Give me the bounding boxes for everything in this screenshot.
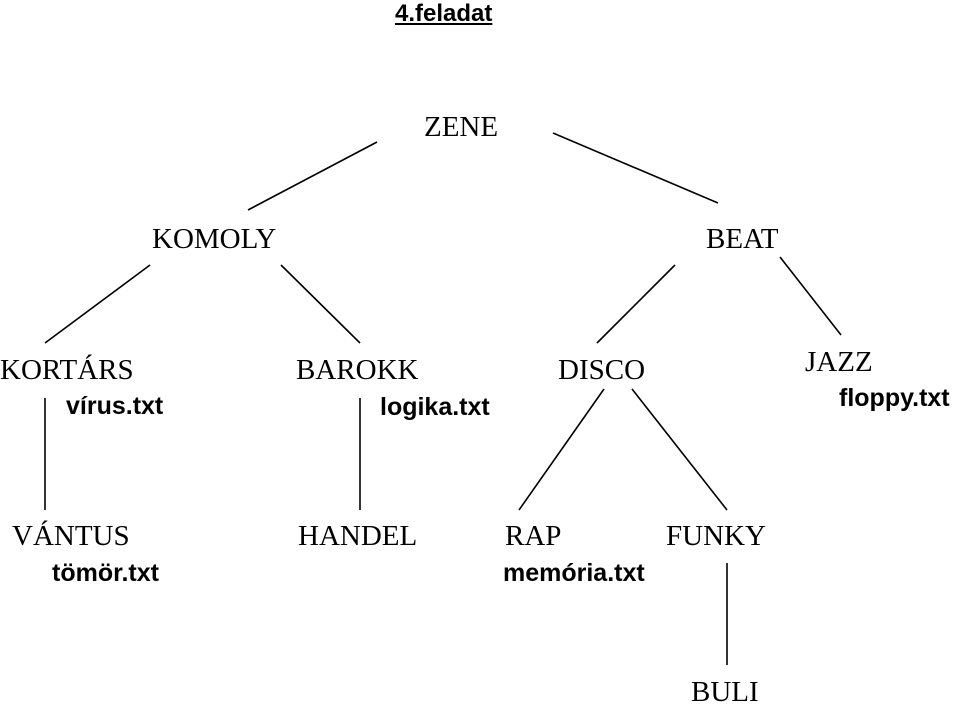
page-title: 4.feladat <box>395 0 493 27</box>
node-rap: RAP <box>505 520 562 552</box>
file-memoria: memória.txt <box>503 559 645 587</box>
node-buli: BULI <box>691 676 759 705</box>
edge-zene-komoly <box>247 141 378 211</box>
node-zene: ZENE <box>424 111 499 143</box>
node-beat: BEAT <box>706 223 779 255</box>
node-vantus: VÁNTUS <box>12 520 130 552</box>
file-floppy: floppy.txt <box>839 384 950 412</box>
edge-disco-funky <box>631 388 728 511</box>
edge-zene-beat <box>552 132 719 204</box>
edge-komoly-barokk <box>280 264 361 344</box>
file-logika: logika.txt <box>380 393 490 421</box>
node-jazz: JAZZ <box>805 346 873 378</box>
node-kortars: KORTÁRS <box>0 354 134 386</box>
node-handel: HANDEL <box>298 520 418 552</box>
node-komoly: KOMOLY <box>152 223 277 255</box>
edge-beat-disco <box>596 264 676 344</box>
file-virus: vírus.txt <box>66 392 164 420</box>
edge-beat-jazz <box>779 256 842 336</box>
node-barokk: BAROKK <box>296 354 419 386</box>
node-disco: DISCO <box>558 354 646 386</box>
edge-komoly-kortars <box>44 264 151 344</box>
file-tomor: tömör.txt <box>52 559 159 587</box>
node-funky: FUNKY <box>666 520 766 552</box>
edge-disco-rap <box>518 388 605 511</box>
